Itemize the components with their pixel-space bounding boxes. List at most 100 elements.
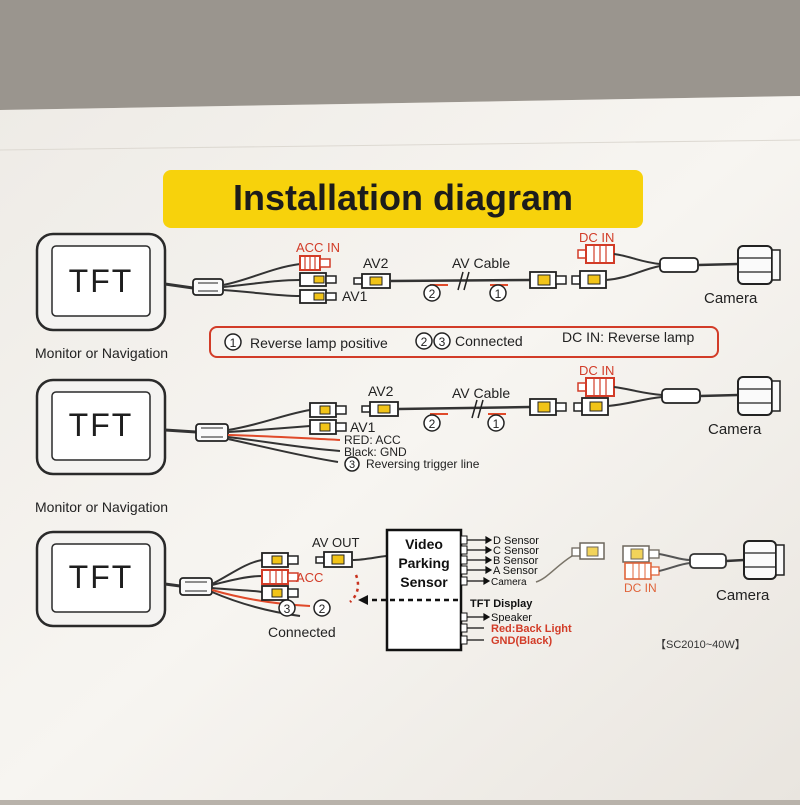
monitor-2-label: TFT xyxy=(69,407,134,443)
marker-1-number-2: 1 xyxy=(493,417,500,431)
av-cable-label-2: AV Cable xyxy=(452,385,510,401)
rca-connector-av1-monitor xyxy=(299,289,337,304)
sensor-camera-rca xyxy=(571,542,605,560)
camera-3 xyxy=(743,540,785,580)
marker-1-section-2 xyxy=(487,414,505,432)
monitor-2-caption: Monitor or Navigation xyxy=(35,499,168,515)
paper-crease xyxy=(0,139,800,151)
legend-num-1: 1 xyxy=(230,336,237,350)
marker-3-number-3: 3 xyxy=(284,602,291,616)
monitor-3: TFT xyxy=(35,530,167,628)
rca-connector-av1-monitor-2 xyxy=(309,419,347,435)
legend-box: 1 Reverse lamp positive 2 3 Connected DC… xyxy=(209,326,719,358)
legend-num-2: 2 xyxy=(421,335,428,349)
marker-3-number-2: 3 xyxy=(349,459,355,471)
marker-3-section-3 xyxy=(278,599,296,617)
sensor-box-line-2: Parking xyxy=(398,555,449,571)
dc-in-label-2: DC IN xyxy=(579,363,614,378)
camera-1 xyxy=(737,245,781,285)
section-2-wiring: TFT Monitor or Navigation AV1 RED: ACC B… xyxy=(35,363,781,515)
av2-plug-1 xyxy=(353,273,391,289)
legend-num-3: 3 xyxy=(439,335,446,349)
dc-in-label-1: DC IN xyxy=(579,230,614,245)
camera-cable-rca-2 xyxy=(573,397,609,416)
camera-label-1: Camera xyxy=(704,290,758,307)
marker-2-section-2 xyxy=(423,414,441,432)
acc-in-connector xyxy=(299,255,331,271)
acc-connector-3 xyxy=(261,569,299,585)
gnd-black-label: GND(Black) xyxy=(491,635,552,647)
inline-module-2 xyxy=(661,388,701,404)
av1-label-2: AV1 xyxy=(350,419,376,435)
av2-label-1: AV2 xyxy=(363,255,389,271)
dc-in-connector-1 xyxy=(577,244,615,264)
dc-in-connector-3 xyxy=(624,562,660,580)
camera-label-3: Camera xyxy=(716,587,770,604)
camera-side-rca-2 xyxy=(529,398,567,416)
monitor-2: TFT xyxy=(35,378,167,476)
tft-display-arrow-icon xyxy=(358,595,368,605)
rca-connector-av2-monitor-2 xyxy=(309,402,347,418)
rca-connector-av-2-3 xyxy=(261,585,299,601)
monitor-1: TFT xyxy=(35,232,167,332)
model-number-label: 【SC2010~40W】 xyxy=(655,638,746,651)
monitor-1-caption: Monitor or Navigation xyxy=(35,345,168,361)
video-parking-sensor-box: Video Parking Sensor xyxy=(385,528,468,652)
marker-2-section-3 xyxy=(313,599,331,617)
connected-label: Connected xyxy=(268,624,336,640)
rca-connector-av-in-3 xyxy=(261,552,299,568)
section-1-wiring: TFT Monitor or Navigation ACC IN xyxy=(35,230,781,361)
camera-label-2: Camera xyxy=(708,421,762,438)
sensor-box-line-3: Sensor xyxy=(400,574,448,590)
a-sensor-label: A Sensor xyxy=(493,565,538,577)
harness-block-3 xyxy=(179,577,213,596)
harness-block-1 xyxy=(192,278,224,296)
camera-2 xyxy=(737,376,781,416)
acc-in-label: ACC IN xyxy=(296,240,340,255)
d-sensor-label: D Sensor xyxy=(493,535,539,547)
upper-sheet-shadow xyxy=(0,0,800,110)
dc-in-label-3: DC IN xyxy=(624,581,657,595)
av1-label-1: AV1 xyxy=(342,288,368,304)
red-dotted-link xyxy=(349,574,360,603)
sensor-box-line-1: Video xyxy=(405,536,443,552)
red-acc-label: RED: ACC xyxy=(344,433,401,447)
title-banner: Installation diagram xyxy=(163,170,643,228)
marker-3-section-2 xyxy=(344,456,360,472)
marker-2-number-2: 2 xyxy=(429,417,436,431)
camera-cable-rca-1 xyxy=(571,270,607,289)
legend-item-reverse-lamp: Reverse lamp positive xyxy=(250,335,388,351)
page-title: Installation diagram xyxy=(233,177,573,218)
av2-label-2: AV2 xyxy=(368,383,394,399)
speaker-label: Speaker xyxy=(491,612,532,624)
monitor-1-label: TFT xyxy=(69,263,134,299)
harness-block-2 xyxy=(195,423,229,442)
monitor-3-label: TFT xyxy=(69,559,134,595)
marker-1-section-1 xyxy=(489,284,507,302)
tft-display-label: TFT Display xyxy=(470,598,533,610)
section-3-wiring: TFT ACC xyxy=(35,528,785,652)
inline-module-3 xyxy=(689,553,727,569)
acc-label-3: ACC xyxy=(296,570,323,585)
red-back-light-label: Red:Back Light xyxy=(491,623,572,635)
legend-item-dc-in: DC IN: Reverse lamp xyxy=(562,329,694,345)
marker-2-number-3: 2 xyxy=(319,602,326,616)
marker-2-section-1 xyxy=(423,284,441,302)
rca-connector-av2-monitor xyxy=(299,272,337,287)
reversing-trigger-label: Reversing trigger line xyxy=(366,457,480,471)
title-background xyxy=(163,170,643,228)
marker-2-number-1: 2 xyxy=(429,287,436,301)
marker-1-number-1: 1 xyxy=(495,287,502,301)
av-out-label: AV OUT xyxy=(312,535,359,550)
av-cable-label-1: AV Cable xyxy=(452,255,510,271)
b-sensor-label: B Sensor xyxy=(493,555,539,567)
inline-module-1 xyxy=(659,257,699,273)
black-gnd-label: Black: GND xyxy=(344,445,407,459)
camera-side-rca-1 xyxy=(529,271,567,289)
camera-side-rca-3 xyxy=(622,545,660,563)
c-sensor-label: C Sensor xyxy=(493,545,539,557)
camera-input-label: Camera xyxy=(491,577,527,588)
legend-item-connected: Connected xyxy=(455,333,523,349)
